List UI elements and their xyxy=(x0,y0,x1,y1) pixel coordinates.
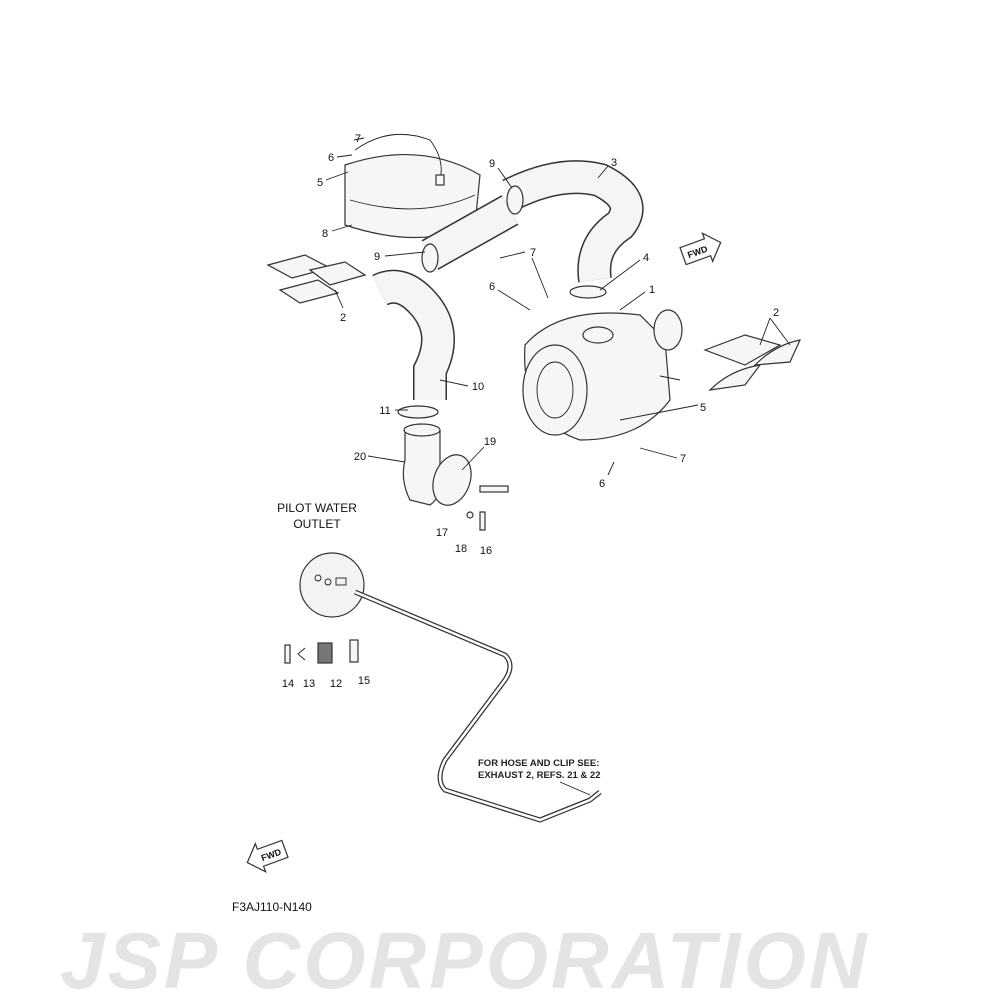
hose-10-part xyxy=(372,269,455,400)
callout-6: 6 xyxy=(599,478,605,490)
callout-7: 7 xyxy=(680,453,686,465)
pilot-water-detail xyxy=(299,552,365,618)
callout-2: 2 xyxy=(340,312,346,324)
callout-18: 18 xyxy=(455,543,467,555)
pilot-water-title-2: OUTLET xyxy=(293,517,341,531)
callout-4: 4 xyxy=(643,252,649,264)
fwd-arrow-icon: FWD xyxy=(679,231,722,266)
fittings-16-18 xyxy=(466,485,509,531)
connector-tube-part xyxy=(421,195,519,270)
callout-5: 5 xyxy=(700,402,706,414)
callout-11: 11 xyxy=(379,405,390,417)
callout-8: 8 xyxy=(322,228,328,240)
fwd-arrow-icon: FWD xyxy=(246,839,289,874)
elbow-20-part xyxy=(402,423,472,506)
fittings-12-15 xyxy=(284,639,359,664)
callout-20: 20 xyxy=(354,451,366,463)
air-box-1-part xyxy=(522,309,683,441)
callout-17: 17 xyxy=(436,527,448,539)
callout-9: 9 xyxy=(374,251,380,263)
callout-19: 19 xyxy=(484,436,496,448)
callout-15: 15 xyxy=(358,675,370,687)
callout-labels: 7 6 5 8 9 3 9 7 4 6 1 2 2 10 11 5 19 20 … xyxy=(282,133,779,690)
callout-9: 9 xyxy=(489,158,495,170)
callout-6: 6 xyxy=(328,152,334,164)
callout-13: 13 xyxy=(303,678,315,690)
callout-10: 10 xyxy=(472,381,484,393)
callout-5: 5 xyxy=(317,177,323,189)
callout-7: 7 xyxy=(530,247,536,259)
callout-16: 16 xyxy=(480,545,492,557)
callout-2: 2 xyxy=(773,307,779,319)
diagram-code: F3AJ110-N140 xyxy=(232,900,312,914)
note-line-2: EXHAUST 2, REFS. 21 & 22 xyxy=(478,770,600,781)
note-line-1: FOR HOSE AND CLIP SEE: xyxy=(478,758,599,769)
pads-right-part xyxy=(703,334,802,391)
clamps xyxy=(397,185,607,419)
air-box-cover-part xyxy=(344,133,481,239)
callout-14: 14 xyxy=(282,678,294,690)
pads-left-part xyxy=(266,254,367,304)
watermark: JSP CORPORATION xyxy=(60,916,870,1000)
note-leader xyxy=(559,781,591,796)
callout-3: 3 xyxy=(611,157,617,169)
pilot-water-title: PILOT WATER xyxy=(277,501,357,515)
hose-3-part xyxy=(502,160,644,283)
callout-1: 1 xyxy=(649,284,655,296)
leader-lines xyxy=(325,137,791,476)
pilot-hose-part xyxy=(354,589,602,823)
callout-7: 7 xyxy=(355,133,361,145)
callout-6: 6 xyxy=(489,281,495,293)
callout-12: 12 xyxy=(330,678,342,690)
